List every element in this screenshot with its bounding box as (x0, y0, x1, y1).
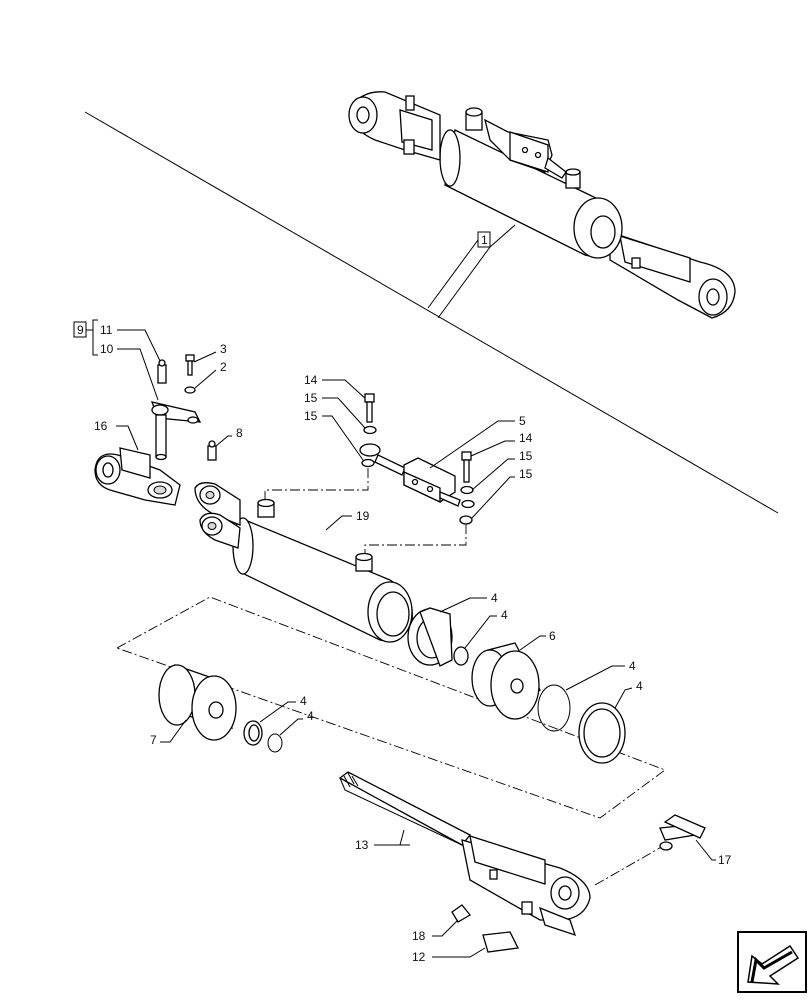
label-15-right-b: 15 (519, 467, 533, 481)
label-16: 16 (94, 419, 108, 433)
bolt-3: 3 (185, 342, 227, 376)
back-arrow-icon[interactable] (737, 931, 807, 993)
piston-rod-13: 13 (338, 771, 666, 937)
washer-2: 2 (184, 360, 227, 394)
rod-guide-7: 7 (150, 664, 237, 747)
label-18: 18 (412, 929, 426, 943)
pin-plate-10 (150, 401, 202, 461)
pin-17: 17 (659, 814, 732, 867)
label-3: 3 (220, 342, 227, 356)
key-block-12: 12 (412, 931, 519, 964)
label-4-wiper: 4 (300, 694, 307, 708)
label-14-top: 14 (304, 373, 318, 387)
label-9: 9 (77, 323, 84, 337)
label-4-backup: 4 (636, 679, 643, 693)
label-10: 10 (100, 342, 114, 356)
backup-ring-4d: 4 (578, 679, 643, 764)
snap-ring-4b: 4 (453, 608, 508, 666)
grease-nipple-8: 8 (207, 426, 243, 461)
wiper-ring-4e: 4 (243, 694, 307, 746)
o-ring-4f: 4 (267, 709, 314, 753)
o-ring-4c: 4 (537, 659, 636, 732)
piston-6: 6 (471, 629, 556, 720)
label-17: 17 (718, 853, 732, 867)
clevis-16: 16 (94, 419, 181, 506)
label-15-right-a: 15 (519, 449, 533, 463)
label-5: 5 (519, 414, 526, 428)
label-15-mid: 15 (304, 409, 318, 423)
label-1: 1 (481, 233, 488, 247)
label-2: 2 (220, 360, 227, 374)
label-13: 13 (355, 838, 369, 852)
label-6: 6 (549, 629, 556, 643)
valve-fitting-group: 14 15 15 5 14 15 15 (264, 373, 533, 555)
assembled-cylinder-illustration: 1 (84, 91, 779, 514)
label-14-right: 14 (519, 431, 533, 445)
label-8: 8 (236, 426, 243, 440)
gland-4a: 4 (407, 591, 498, 667)
label-4-oring: 4 (629, 659, 636, 673)
label-15-top: 15 (304, 391, 318, 405)
label-4-small: 4 (307, 709, 314, 723)
label-19: 19 (356, 509, 370, 523)
label-4-gland: 4 (491, 591, 498, 605)
label-12: 12 (412, 950, 426, 964)
label-4-ring: 4 (501, 608, 508, 622)
spring-clip-18: 18 (412, 904, 471, 943)
cylinder-barrel-19: 19 (194, 482, 413, 643)
label-7: 7 (150, 733, 157, 747)
label-11: 11 (100, 323, 113, 337)
grease-nipple-11 (157, 359, 167, 384)
callout-group-9: 9 11 10 (73, 319, 163, 401)
